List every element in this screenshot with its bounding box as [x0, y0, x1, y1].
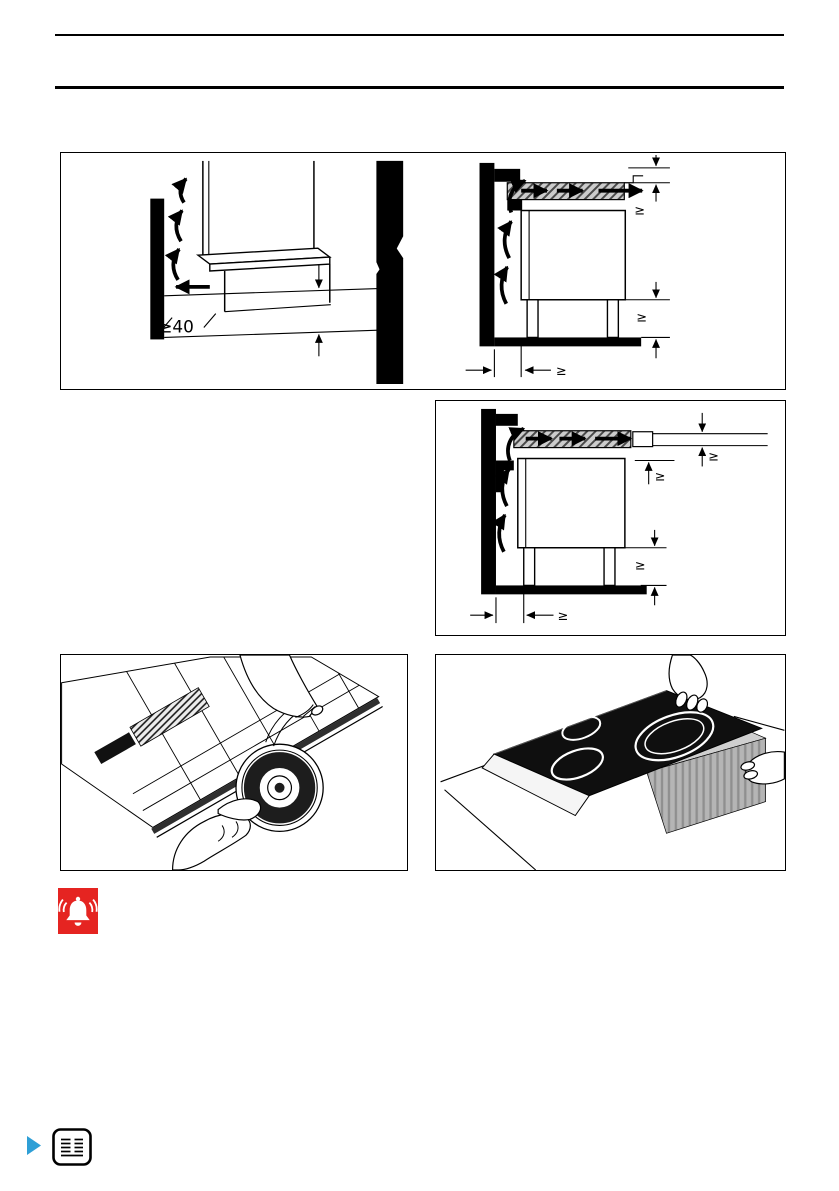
wall-break-symbol — [376, 160, 404, 385]
ceramic-hob — [481, 690, 763, 817]
booklet-icon — [52, 1128, 92, 1166]
dim-label-min: ≥ — [636, 311, 647, 326]
airflow-arrow — [167, 209, 184, 243]
airflow-arrow — [171, 177, 188, 204]
dim-label-min-40: ≥40 — [158, 316, 194, 336]
figure-clearance-detail: ≥ ≥ ≥ ≥ — [435, 400, 786, 636]
manual-note — [52, 1128, 92, 1166]
wall-section — [150, 198, 165, 340]
header-rule-bottom — [55, 86, 784, 89]
clearance-detail-drawing: ≥ ≥ ≥ ≥ — [470, 408, 768, 624]
airflow-arrow — [497, 220, 513, 260]
cooking-zone-large — [634, 711, 715, 762]
airflow-arrow — [507, 179, 527, 214]
hand-pressing-tape — [239, 655, 324, 718]
right-triangle-icon — [27, 1136, 41, 1155]
figure-ventilation-overview: ≥40 — [60, 152, 786, 390]
figure-hob-insertion — [435, 654, 786, 871]
floor-section — [494, 337, 642, 347]
airflow-arrow — [506, 427, 526, 462]
airflow-arrow — [491, 513, 507, 553]
hand-near-edge — [740, 751, 785, 785]
dim-label-min: ≥ — [635, 559, 646, 574]
hob-side-panel — [481, 753, 590, 817]
cooking-zone-small — [561, 715, 602, 741]
plinth-airflow-diagram: ≥40 — [150, 160, 399, 357]
dim-label-min: ≥ — [708, 449, 719, 464]
alarm-bell-icon — [58, 888, 98, 934]
junction-box — [94, 732, 136, 764]
ventilation-overview-drawing: ≥40 — [150, 154, 670, 385]
wall-section — [481, 408, 496, 595]
airflow-arrow — [494, 468, 511, 507]
dim-label-min: ≥ — [634, 203, 645, 218]
floor-section — [495, 585, 647, 595]
sealing-tape-drawing — [61, 655, 383, 870]
airflow-arrow — [493, 265, 509, 305]
wall-section — [479, 162, 495, 347]
dim-label-min: ≥ — [655, 469, 666, 484]
list-pointer — [27, 1136, 43, 1156]
dim-label-min: ≥ — [556, 364, 567, 379]
vent-outlet-box — [632, 431, 654, 448]
cooking-zone-medium — [550, 747, 604, 781]
warning-callout — [58, 888, 98, 934]
cabinet-outline — [520, 209, 627, 301]
airflow-arrow — [164, 247, 181, 281]
hand-far-edge — [668, 655, 709, 713]
hand-holding-roll — [171, 798, 262, 870]
dim-label-min: ≥ — [557, 609, 568, 624]
vent-grille — [129, 687, 210, 747]
cutout-interior — [646, 737, 766, 834]
header-rule-top — [55, 34, 784, 36]
hob-cross-section-diagram: ≥ ≥ ≥ — [465, 154, 670, 379]
figure-sealing-tape — [60, 654, 408, 871]
hob-insertion-drawing — [440, 655, 785, 870]
cabinet-outline — [517, 457, 626, 549]
